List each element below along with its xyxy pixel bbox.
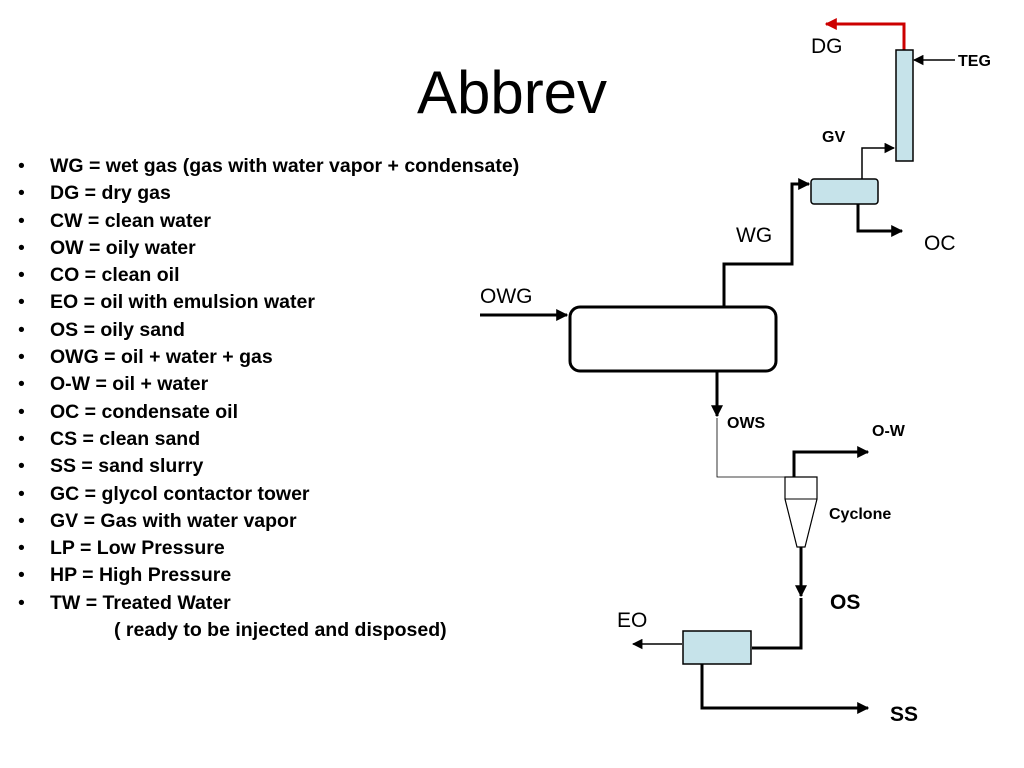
- cyclone-feed-line: [716, 418, 785, 478]
- separator-vessel: [568, 305, 778, 373]
- abbrev-item-gc: GC = glycol contactor tower: [18, 481, 638, 509]
- abbrev-item-cs: CS = clean sand: [18, 426, 638, 454]
- label-wg: WG: [736, 224, 772, 247]
- o-w-outlet-line: [792, 446, 870, 477]
- abbrev-item-owg: OWG = oil + water + gas: [18, 344, 638, 372]
- abbrev-item-tw: TW = Treated Water: [18, 590, 638, 618]
- label-teg: TEG: [958, 53, 991, 70]
- abbreviation-list: WG = wet gas (gas with water vapor + con…: [18, 153, 638, 644]
- label-gv: GV: [822, 129, 845, 146]
- glycol-contactor-tower: [895, 49, 914, 162]
- label-os: OS: [830, 591, 860, 614]
- abbrev-item-co: CO = clean oil: [18, 262, 638, 290]
- label-dg: DG: [811, 35, 843, 58]
- oc-outlet-line: [856, 204, 904, 237]
- label-owg: OWG: [480, 285, 533, 308]
- slide-title: Abbrev: [416, 59, 608, 126]
- abbrev-item-hp: HP = High Pressure: [18, 562, 638, 590]
- abbrev-item-ow: OW = oily water: [18, 235, 638, 263]
- label-eo: EO: [617, 609, 647, 632]
- os-to-tank-line: [752, 598, 803, 650]
- label-ss: SS: [890, 703, 918, 726]
- abbrev-item-lp: LP = Low Pressure: [18, 535, 638, 563]
- wg-line: [722, 178, 811, 307]
- abbrev-item-eo: EO = oil with emulsion water: [18, 289, 638, 317]
- dg-outlet-line: [824, 18, 906, 50]
- label-oc: OC: [924, 232, 956, 255]
- label-ows: OWS: [727, 415, 766, 432]
- ss-outlet-line: [700, 664, 870, 714]
- gv-line: [861, 142, 896, 179]
- abbrev-item-tw-note: ( ready to be injected and disposed): [114, 619, 447, 642]
- condensate-drum: [810, 178, 879, 205]
- label-o-w: O-W: [872, 423, 906, 440]
- settling-tank: [682, 630, 752, 665]
- abbrev-item-dg: DG = dry gas: [18, 180, 638, 208]
- abbrev-item-wg: WG = wet gas (gas with water vapor + con…: [18, 153, 638, 181]
- abbrev-item-ss: SS = sand slurry: [18, 453, 638, 481]
- cyclone: [784, 476, 818, 548]
- abbrev-item-oc: OC = condensate oil: [18, 399, 638, 427]
- abbrev-item-gv: GV = Gas with water vapor: [18, 508, 638, 536]
- abbrev-item-os: OS = oily sand: [18, 317, 638, 345]
- label-cyclone: Cyclone: [829, 506, 891, 523]
- abbrev-item-cw: CW = clean water: [18, 208, 638, 236]
- abbrev-item-o-w: O-W = oil + water: [18, 371, 638, 399]
